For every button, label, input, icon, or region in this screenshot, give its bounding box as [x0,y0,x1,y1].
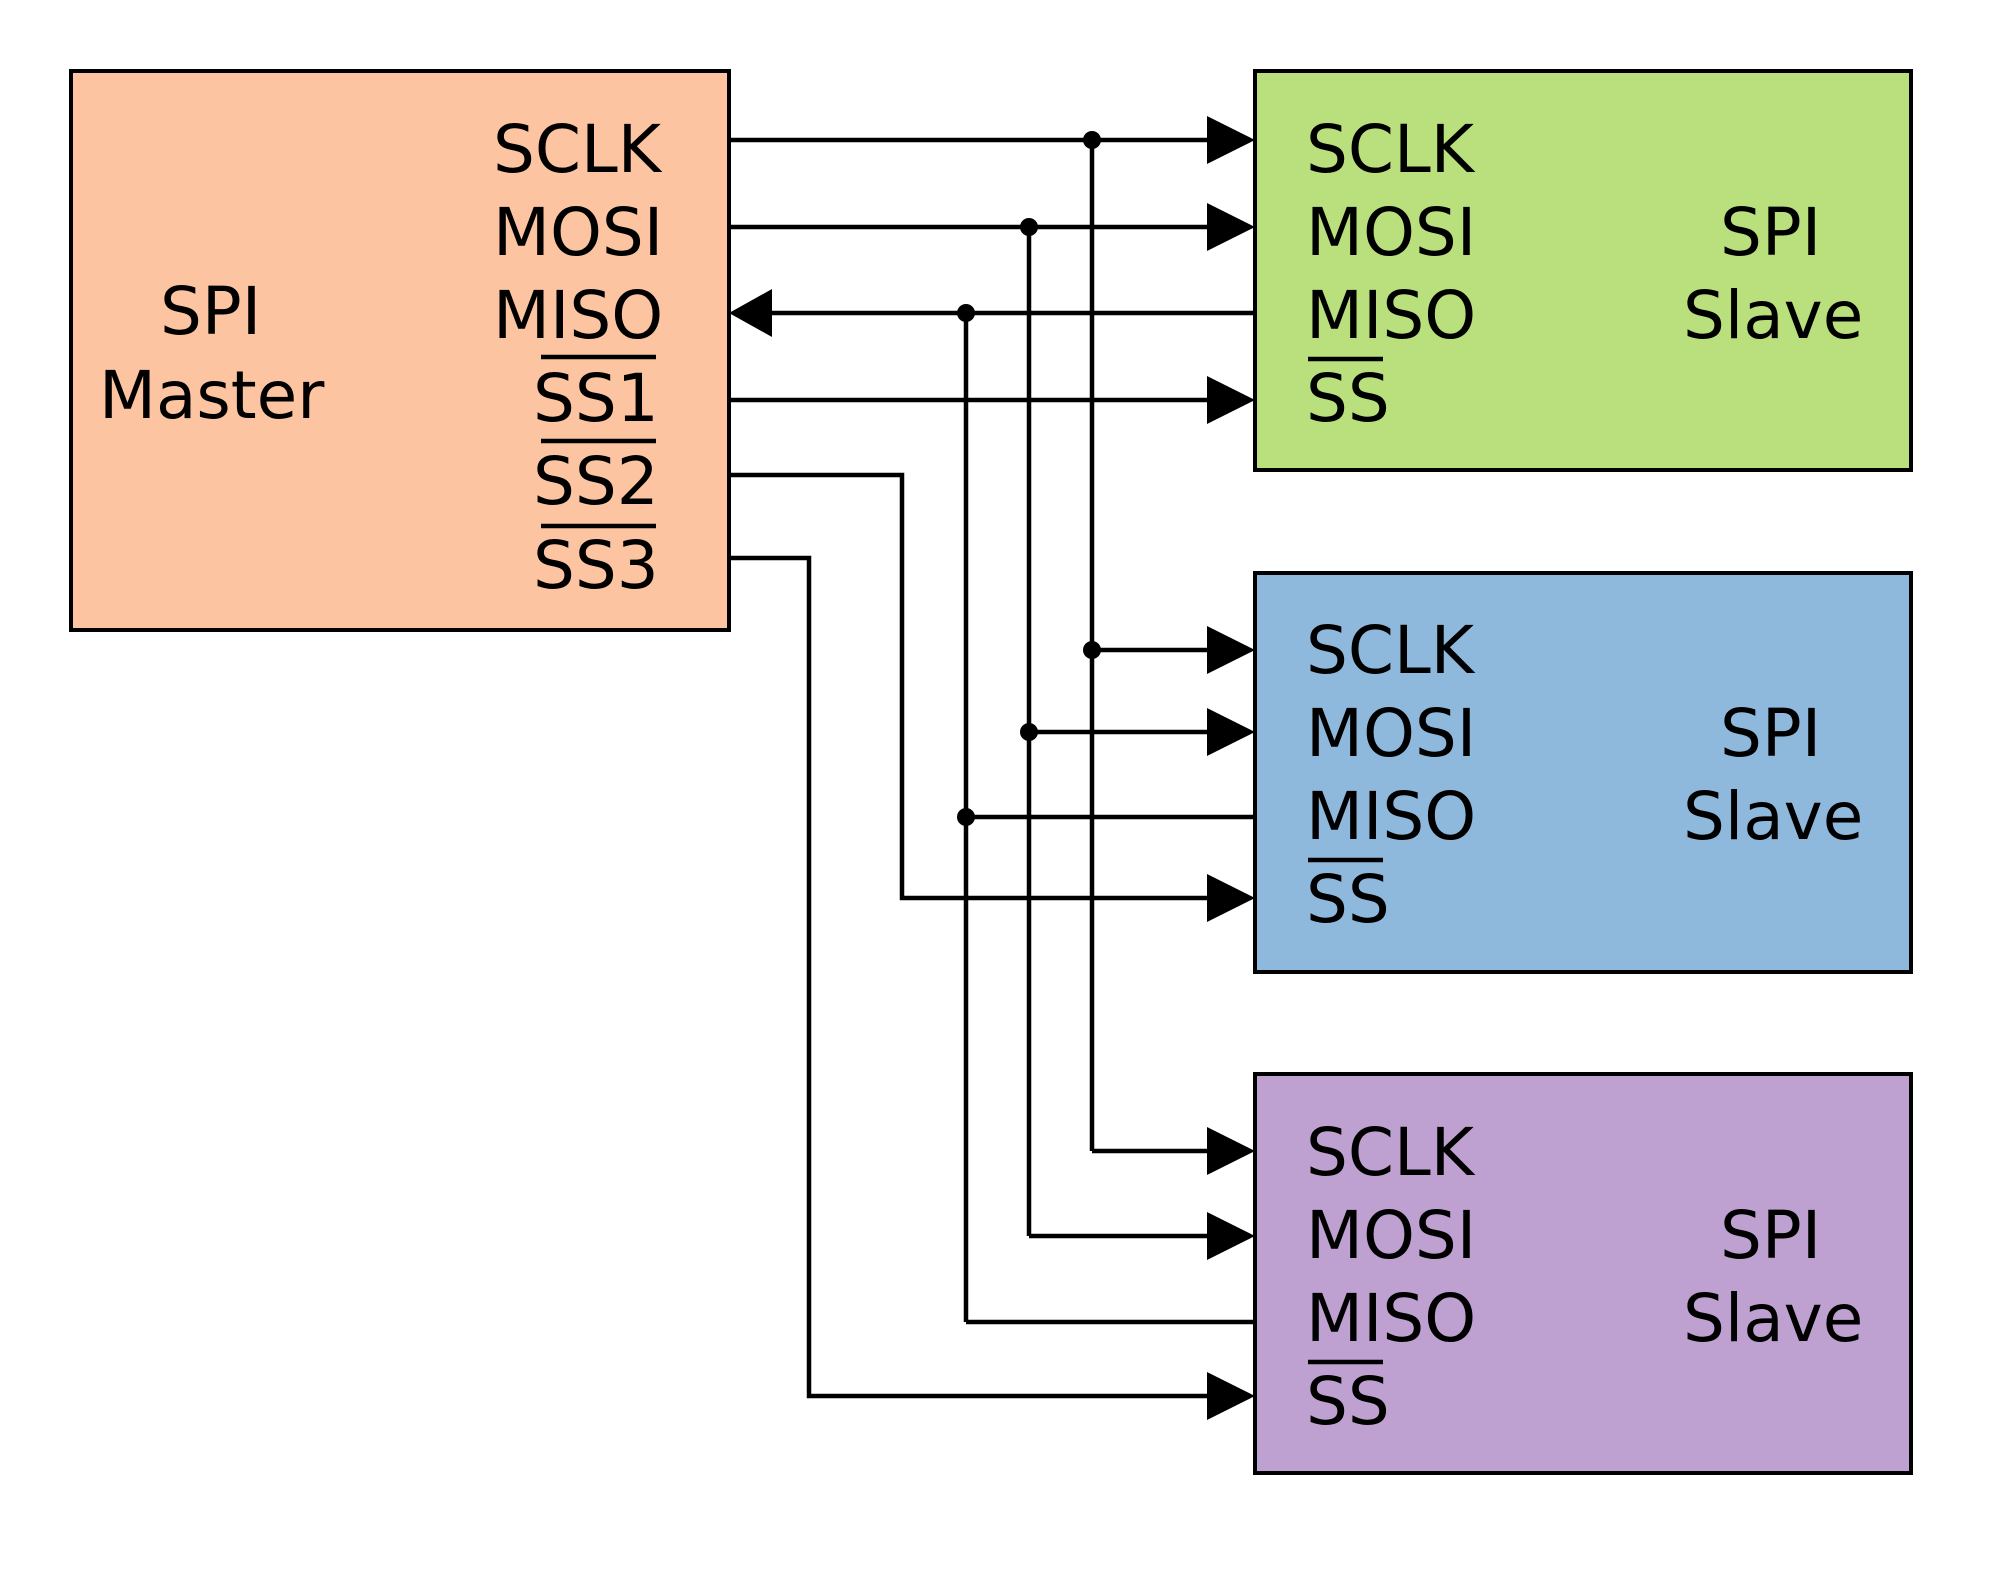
slave-1-title-slave: Slave [1683,277,1863,354]
slave-1-pin-ss: SS [1306,360,1390,437]
slave-2-pin-mosi: MOSI [1306,695,1476,772]
mosi-junction-2 [1020,723,1038,741]
miso-arrow-master [729,289,772,337]
slave-3-title-slave: Slave [1683,1280,1863,1357]
miso-bus [729,289,1255,1325]
slave-3-pin-ss: SS [1306,1363,1390,1440]
miso-junction-2 [957,808,975,826]
ss1-arrow [1207,376,1255,424]
slave-2-pin-miso: MISO [1306,778,1476,855]
mosi-arrow-slave-2 [1207,708,1255,756]
master-pin-ss2: SS2 [533,443,659,520]
master-pin-ss3: SS3 [533,527,659,604]
spi-slave-2-block: SCLK MOSI MISO SS SPI Slave [1253,571,1913,974]
master-pin-miso: MISO [493,277,663,354]
sclk-arrow-slave-3 [1207,1127,1255,1175]
mosi-arrow-slave-1 [1207,203,1255,251]
mosi-arrow-slave-3 [1207,1212,1255,1260]
slave-1-pin-sclk: SCLK [1306,111,1476,188]
slave-3-box [1253,1072,1913,1475]
miso-junction-1 [957,304,975,322]
spi-slave-3-block: SCLK MOSI MISO SS SPI Slave [1253,1072,1913,1475]
mosi-bus [729,203,1255,1260]
master-box [69,69,731,632]
slave-3-pin-sclk: SCLK [1306,1114,1476,1191]
master-title-spi: SPI [160,273,261,350]
slave-3-pin-miso: MISO [1306,1280,1476,1357]
spi-master-block: SPI Master SCLK MOSI MISO SS1 SS2 SS3 [69,69,731,632]
slave-2-title-slave: Slave [1683,778,1863,855]
master-pin-ss1: SS1 [533,360,659,437]
slave-2-pin-ss: SS [1306,861,1390,938]
slave-3-pin-mosi: MOSI [1306,1197,1476,1274]
slave-3-title-spi: SPI [1720,1197,1821,1274]
ss2-arrow [1207,874,1255,922]
ss2-wire [729,472,1212,901]
master-title-master: Master [99,357,325,434]
sclk-bus [729,116,1255,1175]
sclk-arrow-slave-1 [1207,116,1255,164]
slave-2-box [1253,571,1913,974]
slave-1-pin-mosi: MOSI [1306,194,1476,271]
slave-2-title-spi: SPI [1720,695,1821,772]
slave-1-box [1253,69,1913,472]
sclk-junction-1 [1083,131,1101,149]
slave-2-pin-sclk: SCLK [1306,612,1476,689]
master-pin-mosi: MOSI [493,194,663,271]
sclk-junction-2 [1083,641,1101,659]
ss3-arrow [1207,1372,1255,1420]
mosi-junction-1 [1020,218,1038,236]
master-pin-sclk: SCLK [493,111,663,188]
slave-1-pin-miso: MISO [1306,277,1476,354]
ss-lines [729,376,1255,1420]
ss3-wire [729,555,1212,1399]
sclk-arrow-slave-2 [1207,626,1255,674]
spi-slave-1-block: SCLK MOSI MISO SS SPI Slave [1253,69,1913,472]
slave-1-title-spi: SPI [1720,194,1821,271]
